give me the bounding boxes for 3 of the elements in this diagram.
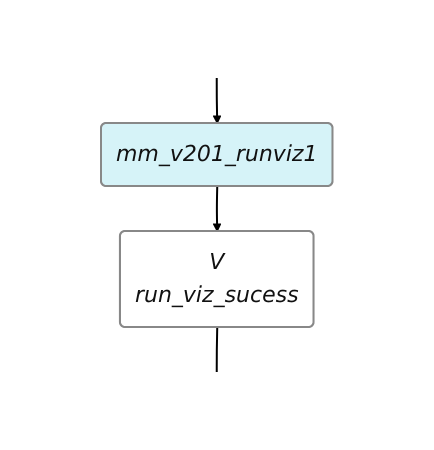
arrow — [212, 186, 222, 232]
arrow — [212, 78, 222, 124]
connector — [216, 327, 218, 372]
